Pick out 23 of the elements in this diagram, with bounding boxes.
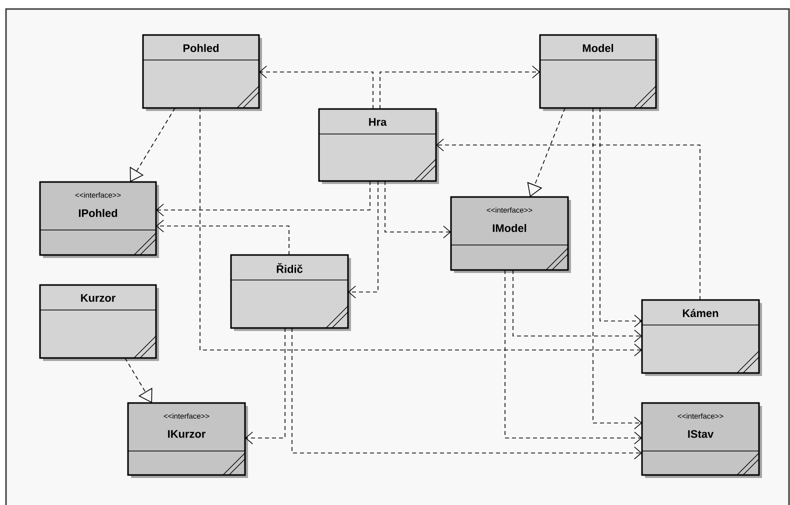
class-box: Pohled <box>142 34 262 111</box>
class-box: Model <box>539 34 659 111</box>
realization-arrow <box>527 108 566 197</box>
dependency-arrow <box>380 66 540 110</box>
realization-arrow <box>124 358 152 403</box>
dependency-arrow <box>600 108 642 328</box>
dependency-arrow <box>512 270 642 342</box>
dependency-arrow <box>156 220 290 256</box>
dependency-arrow <box>200 108 642 356</box>
class-box: Kámen <box>641 299 762 376</box>
dependency-arrow <box>384 180 451 238</box>
dependency-arrow <box>245 328 286 444</box>
dependency-arrow <box>156 180 370 216</box>
dependency-arrow <box>259 66 374 110</box>
class-box: Hra <box>318 108 439 184</box>
realization-arrow <box>130 108 176 182</box>
class-box: Kurzor <box>39 284 159 361</box>
class-box: Řidič <box>230 254 351 331</box>
dependency-arrow <box>504 270 642 444</box>
dependency-arrow <box>592 108 642 430</box>
dependency-arrow <box>348 180 378 298</box>
dependency-arrow <box>436 138 700 300</box>
dependency-arrow <box>292 328 642 460</box>
